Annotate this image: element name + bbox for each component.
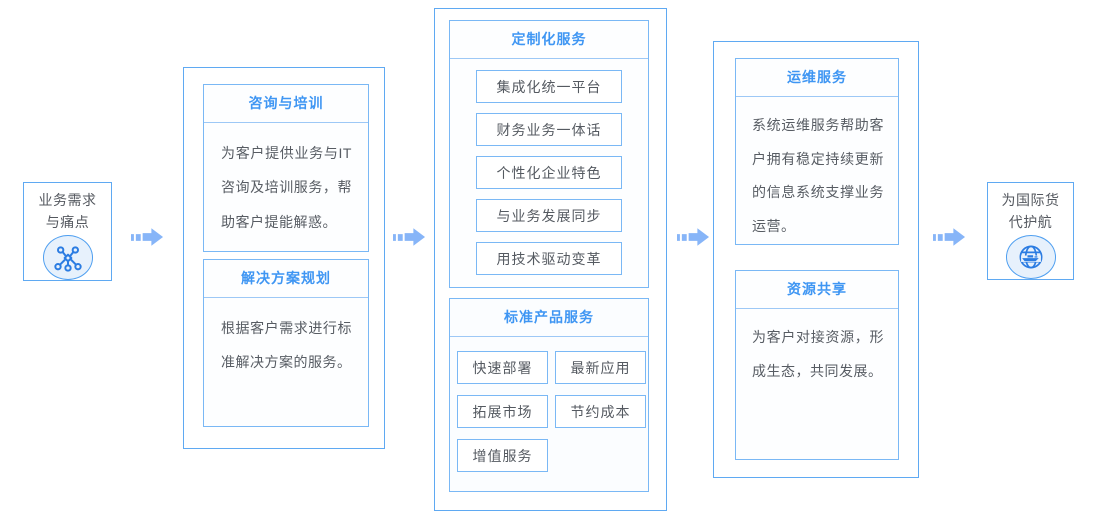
card-customized-services: 定制化服务 集成化统一平台 财务业务一体话 个性化企业特色 与业务发展同步 用技… [449,20,649,288]
flow-arrow-4-icon [933,228,966,246]
chip-expand-market: 拓展市场 [457,395,548,428]
card-resource-sharing-body: 为客户对接资源，形成生态，共同发展。 [752,329,884,379]
card-operations-maintenance: 运维服务 系统运维服务帮助客户拥有稳定持续更新的信息系统支撑业务运营。 [735,58,899,245]
globe-ship-icon [1005,235,1056,279]
flow-arrow-1-icon [131,228,164,246]
end-box-international-freight: 为国际货 代护航 [987,182,1074,280]
card-operations-maintenance-body: 系统运维服务帮助客户拥有稳定持续更新的信息系统支撑业务运营。 [752,117,884,234]
chip-latest-applications: 最新应用 [555,351,646,384]
flow-arrow-3-icon [677,228,710,246]
start-box-business-needs: 业务需求 与痛点 [23,182,112,281]
card-solution-planning-body: 根据客户需求进行标准解决方案的服务。 [221,320,352,371]
end-label-line2: 代护航 [1008,213,1053,230]
chip-integrated-platform: 集成化统一平台 [476,70,622,103]
card-standard-product-services: 标准产品服务 快速部署 最新应用 拓展市场 节约成本 增值服务 [449,298,649,492]
card-customized-services-title: 定制化服务 [450,21,648,59]
card-consulting-training-body: 为客户提供业务与IT咨询及培训服务，帮助客户提能解惑。 [221,145,352,230]
network-nodes-icon [42,235,93,280]
card-solution-planning-title: 解决方案规划 [204,260,368,298]
chip-personalized-enterprise: 个性化企业特色 [476,156,622,189]
chip-tech-driven-change: 用技术驱动变革 [476,242,622,275]
chip-rapid-deployment: 快速部署 [457,351,548,384]
start-label-line1: 业务需求 [38,192,97,208]
card-operations-maintenance-title: 运维服务 [736,59,898,97]
card-standard-product-services-title: 标准产品服务 [450,299,648,337]
card-consulting-training: 咨询与培训 为客户提供业务与IT咨询及培训服务，帮助客户提能解惑。 [203,84,369,252]
chip-save-costs: 节约成本 [555,395,646,428]
end-label-line1: 为国际货 [1001,192,1060,208]
start-label-line2: 与痛点 [45,213,90,230]
chip-value-added-services: 增值服务 [457,439,548,472]
flow-arrow-2-icon [393,228,426,246]
standard-services-list: 快速部署 最新应用 拓展市场 节约成本 增值服务 [450,337,648,472]
end-label: 为国际货 代护航 [1002,190,1060,233]
card-solution-planning: 解决方案规划 根据客户需求进行标准解决方案的服务。 [203,259,369,427]
card-resource-sharing: 资源共享 为客户对接资源，形成生态，共同发展。 [735,270,899,460]
customized-services-list: 集成化统一平台 财务业务一体话 个性化企业特色 与业务发展同步 用技术驱动变革 [450,59,648,275]
start-label: 业务需求 与痛点 [39,190,97,233]
card-resource-sharing-title: 资源共享 [736,271,898,309]
card-consulting-training-title: 咨询与培训 [204,85,368,123]
chip-finance-business-integration: 财务业务一体话 [476,113,622,146]
chip-sync-business-growth: 与业务发展同步 [476,199,622,232]
